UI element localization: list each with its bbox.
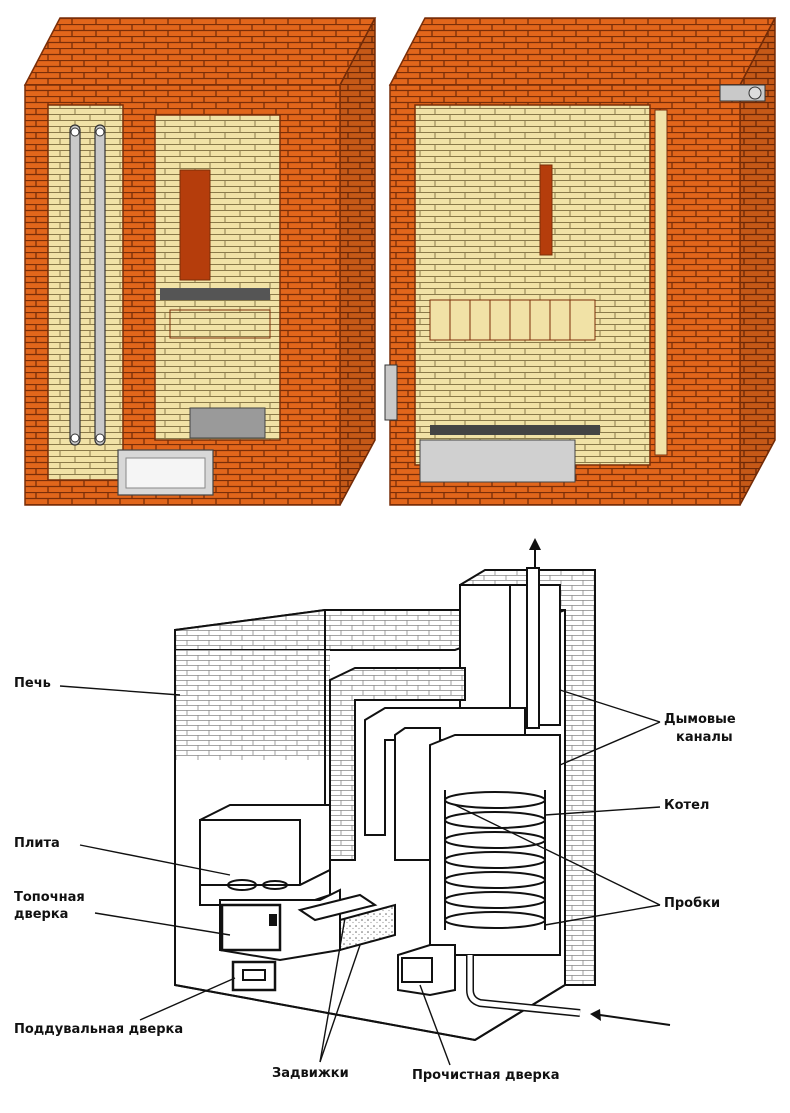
label-podduvalnaya-dverka: Поддувальная дверка (14, 1022, 184, 1037)
brick-stove-right (384, 17, 777, 506)
label-plita: Плита (14, 836, 60, 851)
label-topochnaya: Топочная (14, 890, 85, 905)
label-kanaly: каналы (676, 730, 733, 745)
arch-bricks (429, 299, 596, 341)
label-dymovye: Дымовые (664, 712, 736, 727)
label-dverka: дверка (14, 907, 69, 922)
label-prochistnaya-dverka: Прочистная дверка (412, 1068, 560, 1083)
label-probki: Пробки (664, 896, 721, 911)
label-zadvizhki: Задвижки (272, 1066, 349, 1081)
flue-tubes (69, 124, 106, 446)
label-pech: Печь (14, 676, 51, 691)
arrow-left-icon (590, 1009, 671, 1026)
brick-stove-left (23, 17, 377, 506)
boiler-stove-diagram (174, 567, 596, 1042)
leader-lines (59, 685, 661, 1066)
boiler-coil (444, 790, 546, 930)
label-kotel: Котел (664, 798, 710, 813)
arrow-up-icon (529, 538, 541, 568)
